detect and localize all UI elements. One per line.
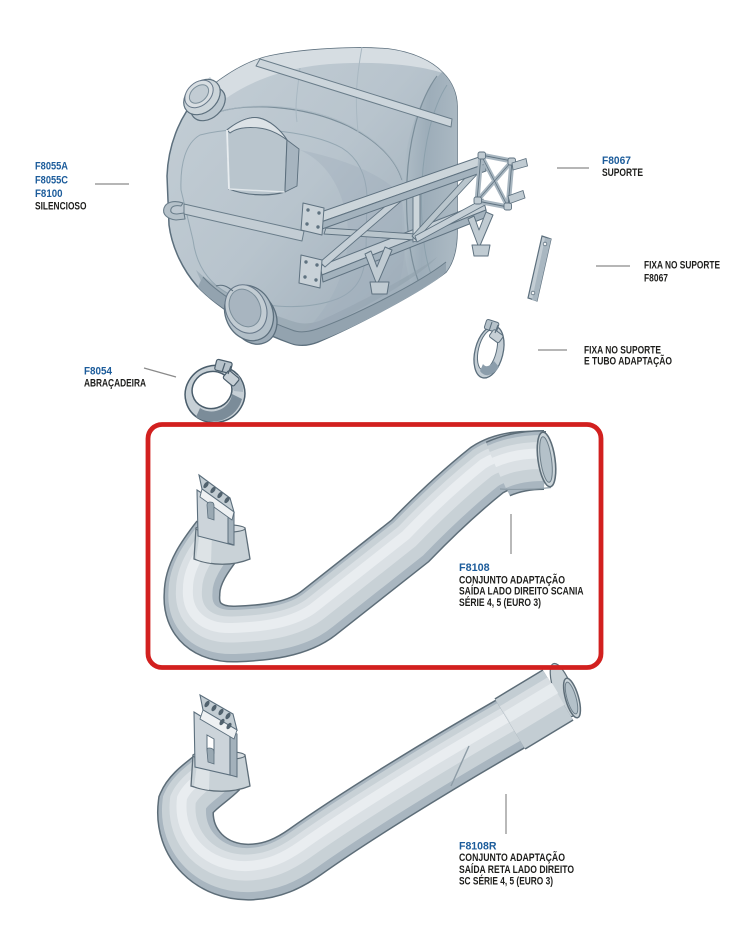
svg-text:FIXA NO SUPORTE: FIXA NO SUPORTE xyxy=(644,259,720,271)
svg-text:E TUBO ADAPTAÇÃO: E TUBO ADAPTAÇÃO xyxy=(584,355,672,368)
svg-text:SAÍDA LADO DIREITO SCANIA: SAÍDA LADO DIREITO SCANIA xyxy=(459,585,584,598)
svg-text:SUPORTE: SUPORTE xyxy=(602,167,643,179)
svg-text:F8054: F8054 xyxy=(84,365,113,377)
svg-text:FIXA NO SUPORTE: FIXA NO SUPORTE xyxy=(584,344,661,356)
svg-text:CONJUNTO ADAPTAÇÃO: CONJUNTO ADAPTAÇÃO xyxy=(459,851,565,864)
svg-text:SC SÉRIE 4, 5 (EURO 3): SC SÉRIE 4, 5 (EURO 3) xyxy=(459,875,553,888)
svg-text:F8067: F8067 xyxy=(602,155,631,167)
svg-text:CONJUNTO ADAPTAÇÃO: CONJUNTO ADAPTAÇÃO xyxy=(459,573,565,586)
svg-text:F8055C: F8055C xyxy=(35,174,68,186)
svg-text:F8100: F8100 xyxy=(35,188,63,200)
svg-text:F8055A: F8055A xyxy=(35,161,68,173)
svg-text:SAÍDA RETA LADO DIREITO: SAÍDA RETA LADO DIREITO xyxy=(459,863,574,876)
svg-text:F8067: F8067 xyxy=(644,272,668,284)
svg-text:SÉRIE 4, 5 (EURO 3): SÉRIE 4, 5 (EURO 3) xyxy=(459,596,541,609)
svg-text:SILENCIOSO: SILENCIOSO xyxy=(35,200,87,212)
svg-text:F8108: F8108 xyxy=(459,562,490,574)
svg-text:F8108R: F8108R xyxy=(459,841,497,853)
svg-text:ABRAÇADEIRA: ABRAÇADEIRA xyxy=(84,377,146,389)
